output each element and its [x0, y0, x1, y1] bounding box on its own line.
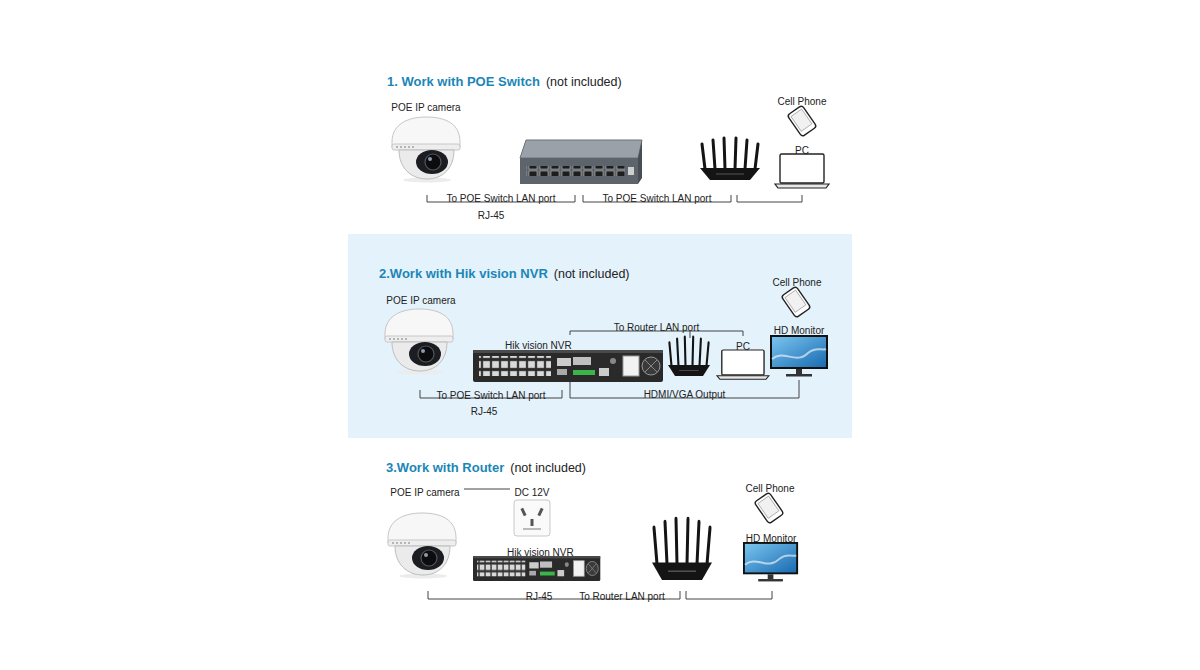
bracket-label: To POE Switch LAN port [447, 193, 556, 204]
device-node: DC 12V [510, 482, 554, 542]
laptop [775, 154, 829, 188]
title-row: 1. Work with POE Switch (not included) [387, 72, 622, 90]
device-node: PC [716, 336, 770, 380]
bracket-label-holder: RJ-45 [478, 205, 505, 223]
section-panel: 2.Work with Hik vision NVR (not included)… [348, 234, 852, 438]
router [700, 138, 760, 180]
bracket-label: RJ-45 [526, 591, 553, 602]
device-label: Cell Phone [773, 277, 822, 289]
note-text: (not included) [554, 267, 630, 281]
cable-line [464, 489, 510, 490]
outlet-slot [537, 508, 543, 517]
device-label: DC 12V [514, 487, 549, 499]
switch-ports [526, 166, 625, 176]
bracket-label: To POE Switch LAN port [603, 193, 712, 204]
bracket-label-holder: RJ-45 [471, 401, 498, 419]
section-band [348, 234, 852, 438]
router [652, 519, 712, 580]
device-node: POE IP camera [381, 290, 461, 378]
device-node: Cell Phone [770, 91, 834, 137]
edge-label-holder: HDMI/VGA Output [644, 384, 726, 402]
edge-label: To Router LAN port [614, 322, 700, 333]
device-node: Hik vision NVR [473, 542, 601, 582]
section-title: 2.Work with Hik vision NVR [379, 266, 548, 281]
bracket-label-holder: To POE Switch LAN port [437, 385, 546, 403]
switch-top [520, 140, 642, 158]
device-label: PC [795, 145, 809, 157]
bracket-label: To POE Switch LAN port [437, 390, 546, 401]
bracket [737, 195, 802, 202]
device-node: HD Monitor [766, 320, 832, 380]
device-label: POE IP camera [391, 102, 460, 114]
device-node: PC [770, 140, 834, 188]
bracket-label-holder: To POE Switch LAN port [447, 188, 556, 206]
bracket-label-holder: To Router LAN port [579, 586, 665, 604]
dome-camera [392, 117, 460, 183]
title-row: 3.Work with Router (not included) [386, 458, 586, 476]
device-node: POE IP camera [386, 97, 466, 185]
device-label: Hik vision NVR [505, 340, 572, 352]
poe-switch [520, 140, 642, 184]
bracket-label: RJ-45 [478, 210, 505, 221]
bracket-label: To Router LAN port [579, 591, 665, 602]
note-text: (not included) [510, 461, 586, 475]
edge-label: HDMI/VGA Output [644, 389, 726, 400]
outlet-slot [520, 508, 526, 517]
section-panel: 3.Work with Router (not included) POE IP c… [360, 452, 850, 612]
device-node: HD Monitor [740, 528, 802, 582]
outlet-slot [531, 519, 534, 526]
section-title: 3.Work with Router [386, 460, 504, 475]
power-outlet [514, 500, 550, 536]
device-label: PC [736, 341, 750, 353]
bracket [686, 591, 772, 599]
dome-camera [388, 513, 456, 579]
laptop [717, 350, 769, 379]
cell-phone [754, 492, 784, 524]
nvr-rear [473, 350, 663, 382]
device-label: HD Monitor [746, 533, 797, 545]
device-node: Hik vision NVR [473, 335, 661, 382]
cell-phone [781, 286, 811, 318]
nvr-rear [473, 556, 600, 581]
dome-camera [385, 309, 453, 375]
title-row: 2.Work with Hik vision NVR (not included) [379, 264, 630, 282]
monitor [744, 543, 797, 581]
device-label: POE IP camera [386, 295, 455, 307]
device-label: Cell Phone [778, 96, 827, 108]
device-node: Cell Phone [766, 272, 828, 318]
note-text: (not included) [546, 75, 622, 89]
switch-side [638, 140, 642, 184]
outlet-slot [523, 528, 541, 530]
device-node: POE IP camera [386, 482, 464, 582]
device-label: Hik vision NVR [507, 547, 574, 559]
device-node: Cell Phone [740, 478, 800, 524]
edge-label-holder: To Router LAN port [614, 317, 700, 335]
section-title: 1. Work with POE Switch [387, 74, 540, 89]
device-label: Cell Phone [746, 483, 795, 495]
monitor [771, 336, 827, 377]
bracket-label-holder: RJ-45 [526, 586, 553, 604]
device-label: HD Monitor [774, 325, 825, 337]
router [668, 337, 710, 376]
bracket-label: RJ-45 [471, 406, 498, 417]
bracket-label-holder: To POE Switch LAN port [603, 188, 712, 206]
outlet-plate [514, 500, 550, 536]
cell-phone [787, 105, 817, 137]
switch-front [520, 158, 638, 184]
device-label: POE IP camera [390, 487, 459, 499]
uplink-port [628, 167, 634, 175]
